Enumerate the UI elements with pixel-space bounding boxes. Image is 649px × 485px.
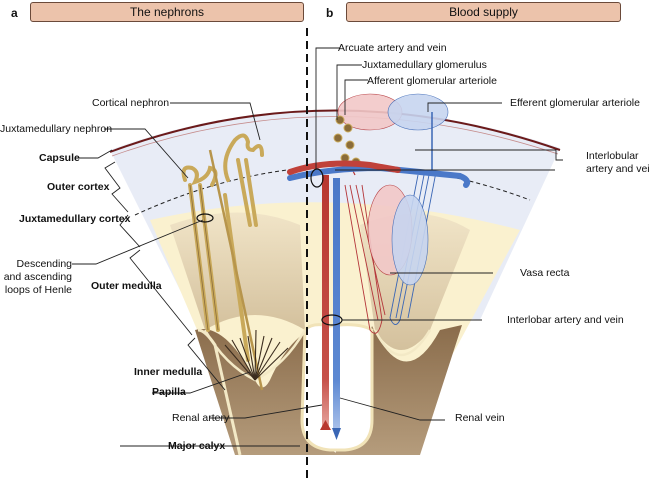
panel-b-header: Blood supply <box>346 2 621 22</box>
label-loops-line2: and ascending <box>3 271 72 283</box>
leader-lines-right <box>315 47 563 421</box>
label-juxtamedullary-cortex: Juxtamedullary cortex <box>19 213 131 225</box>
label-efferent-arteriole: Efferent glomerular arteriole <box>510 97 640 109</box>
panel-a-letter: a <box>11 6 18 20</box>
cortical-nephron-shape <box>223 133 264 227</box>
panel-b-letter: b <box>326 6 334 20</box>
label-vasa-recta: Vasa recta <box>520 267 570 279</box>
renal-vein-trunk <box>333 178 340 430</box>
label-cortical-nephron: Cortical nephron <box>92 97 170 109</box>
renal-vein-arrow <box>332 428 341 440</box>
label-outer-medulla: Outer medulla <box>91 280 162 292</box>
leader-lines-left <box>72 102 323 447</box>
label-loops-line3: loops of Henle <box>4 284 72 296</box>
papilla-right <box>373 329 432 357</box>
label-major-calyx: Major calyx <box>168 440 226 452</box>
label-outer-cortex: Outer cortex <box>47 181 110 193</box>
label-interlobular-line1: Interlobular <box>586 150 639 162</box>
label-juxtamedullary-glomerulus: Juxtamedullary glomerulus <box>362 59 487 71</box>
label-juxtamedullary-nephron: Juxtamedullary nephron <box>0 123 113 135</box>
capsule-outline <box>109 109 561 153</box>
label-papilla: Papilla <box>152 386 186 398</box>
renal-artery-arrow <box>320 420 331 430</box>
label-loops-line1: Descending <box>16 258 72 270</box>
label-inner-medulla: Inner medulla <box>134 366 203 378</box>
papillary-ducts <box>224 329 289 381</box>
label-afferent-arteriole: Afferent glomerular arteriole <box>367 75 497 87</box>
label-renal-artery: Renal artery <box>172 412 230 424</box>
arcuate-artery <box>287 160 401 175</box>
label-renal-vein: Renal vein <box>455 412 505 424</box>
label-interlobular-line2: artery and vein <box>586 163 649 175</box>
label-capsule: Capsule <box>39 152 80 164</box>
renal-artery-trunk <box>322 175 329 430</box>
label-arcuate-artery-vein: Arcuate artery and vein <box>338 42 447 54</box>
panel-a-header: The nephrons <box>30 2 304 22</box>
label-interlobar-artery-vein: Interlobar artery and vein <box>507 314 624 326</box>
collecting-duct <box>208 149 264 391</box>
